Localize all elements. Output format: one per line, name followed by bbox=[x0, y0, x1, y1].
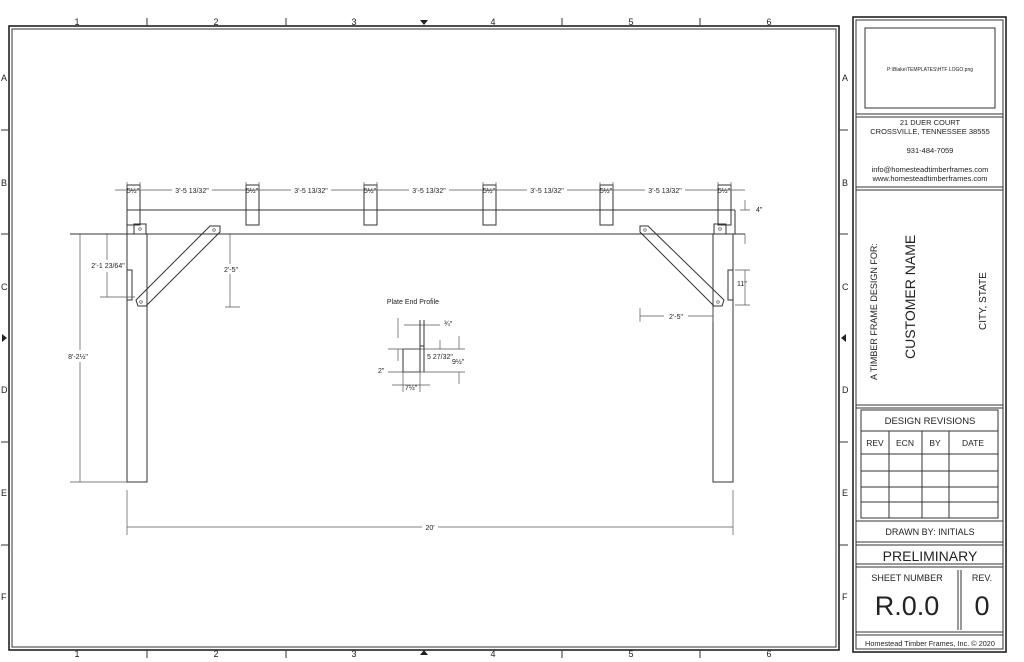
rafter-width-dim: 5½" bbox=[127, 187, 140, 195]
plate-height-dim: 4" bbox=[756, 207, 763, 214]
column-label: 5 bbox=[628, 17, 633, 27]
dimensions bbox=[70, 182, 750, 535]
revisions-table bbox=[860, 409, 999, 519]
profile-step-dim: 2" bbox=[378, 368, 385, 375]
rafter-spacing-dim: 3'-5 13/32" bbox=[294, 188, 328, 195]
customer-name: CUSTOMER NAME bbox=[902, 235, 918, 359]
rafter-width-dim: 5½" bbox=[483, 187, 496, 195]
design-for-label: A TIMBER FRAME DESIGN FOR: bbox=[869, 243, 879, 380]
logo-path: P:\Blake\TEMPLATES\HTF LOGO.png bbox=[887, 67, 973, 73]
row-label: C bbox=[1, 282, 8, 292]
column-label: 5 bbox=[628, 649, 633, 659]
tenon-height-dim: 11" bbox=[737, 281, 747, 288]
city-state: CITY, STATE bbox=[978, 272, 989, 330]
column-label: 3 bbox=[351, 17, 356, 27]
column-label: 4 bbox=[490, 649, 495, 659]
profile-inner-dim: 5 27/32" bbox=[427, 354, 453, 361]
row-ruler: A B C D E F A B C D E F bbox=[1, 73, 849, 602]
overall-width-dim: 20' bbox=[425, 525, 434, 532]
row-label: B bbox=[842, 178, 848, 188]
column-label: 1 bbox=[74, 649, 79, 659]
right-brace bbox=[639, 225, 725, 307]
profile-width-dim: 7½" bbox=[405, 384, 418, 392]
overall-height-dim: 8'-2½" bbox=[68, 353, 88, 361]
revision-column-header: BY bbox=[929, 438, 941, 448]
plate-beam bbox=[70, 209, 745, 235]
right-post bbox=[712, 233, 734, 483]
revisions-title: DESIGN REVISIONS bbox=[885, 416, 976, 427]
row-label: E bbox=[842, 488, 848, 498]
rafter-spacing-dim: 3'-5 13/32" bbox=[530, 188, 564, 195]
rafter-tails bbox=[126, 184, 732, 226]
column-label: 3 bbox=[351, 649, 356, 659]
revision-column-header: REV bbox=[866, 438, 884, 448]
sheet-number: R.0.0 bbox=[875, 591, 940, 621]
column-label: 1 bbox=[74, 17, 79, 27]
row-label: D bbox=[842, 385, 849, 395]
rafter-width-dim: 5½" bbox=[364, 187, 377, 195]
revision-column-header: ECN bbox=[896, 438, 914, 448]
rev-label: REV. bbox=[972, 573, 992, 583]
phone-number: 931-484-7059 bbox=[907, 146, 954, 155]
column-ruler: 1 2 3 4 5 6 1 2 3 4 5 6 bbox=[74, 17, 771, 659]
dimension-labels: 5½" 5½" 5½" 5½" 5½" 5½" 3'-5 13/32" 3'-5… bbox=[60, 185, 763, 532]
drawn-by: DRAWN BY: INITIALS bbox=[885, 527, 974, 537]
brace-drop-dim: 2'-1 23/64" bbox=[91, 263, 125, 270]
column-label: 2 bbox=[213, 17, 218, 27]
row-label: A bbox=[842, 73, 848, 83]
column-label: 6 bbox=[766, 17, 771, 27]
row-label: E bbox=[1, 488, 7, 498]
row-label: B bbox=[1, 178, 7, 188]
column-label: 2 bbox=[213, 649, 218, 659]
website: www.homesteadtimberframes.com bbox=[871, 174, 987, 183]
row-label: C bbox=[842, 282, 849, 292]
copyright: Homestead Timber Frames, Inc. © 2020 bbox=[865, 639, 995, 648]
column-label: 4 bbox=[490, 17, 495, 27]
address-line-2: CROSSVILLE, TENNESSEE 38555 bbox=[870, 127, 990, 136]
brace-height-dim: 2'-5" bbox=[224, 267, 238, 274]
rafter-width-dim: 5½" bbox=[718, 187, 731, 195]
email: info@homesteadtimberframes.com bbox=[872, 165, 989, 174]
revision-column-header: DATE bbox=[962, 438, 984, 448]
row-label: A bbox=[1, 73, 7, 83]
profile-top-dim: ¾" bbox=[444, 321, 453, 328]
profile-height-dim: 9½" bbox=[452, 358, 465, 366]
address-line-1: 21 DUER COURT bbox=[900, 118, 961, 127]
plate-end-profile: Plate End Profile ¾" 5 27/32" 9½" 2" 7½" bbox=[378, 299, 465, 392]
logo-placeholder bbox=[864, 27, 996, 109]
status-label: PRELIMINARY bbox=[883, 548, 978, 564]
brace-run-dim: 2'-5" bbox=[669, 314, 683, 321]
column-label: 6 bbox=[766, 649, 771, 659]
timber-frame-elevation bbox=[70, 184, 745, 483]
row-label: D bbox=[1, 385, 8, 395]
left-post bbox=[126, 233, 148, 483]
rafter-spacing-dim: 3'-5 13/32" bbox=[412, 188, 446, 195]
revision-number: 0 bbox=[974, 591, 989, 621]
rafter-spacing-dim: 3'-5 13/32" bbox=[648, 188, 682, 195]
left-brace bbox=[135, 225, 221, 307]
title-block: P:\Blake\TEMPLATES\HTF LOGO.png 21 DUER … bbox=[852, 16, 1007, 653]
rafter-width-dim: 5½" bbox=[600, 187, 613, 195]
row-label: F bbox=[842, 592, 848, 602]
profile-title: Plate End Profile bbox=[387, 299, 439, 306]
sheet-number-label: SHEET NUMBER bbox=[871, 573, 943, 583]
row-label: F bbox=[1, 592, 7, 602]
rafter-width-dim: 5½" bbox=[246, 187, 259, 195]
rafter-spacing-dim: 3'-5 13/32" bbox=[175, 188, 209, 195]
